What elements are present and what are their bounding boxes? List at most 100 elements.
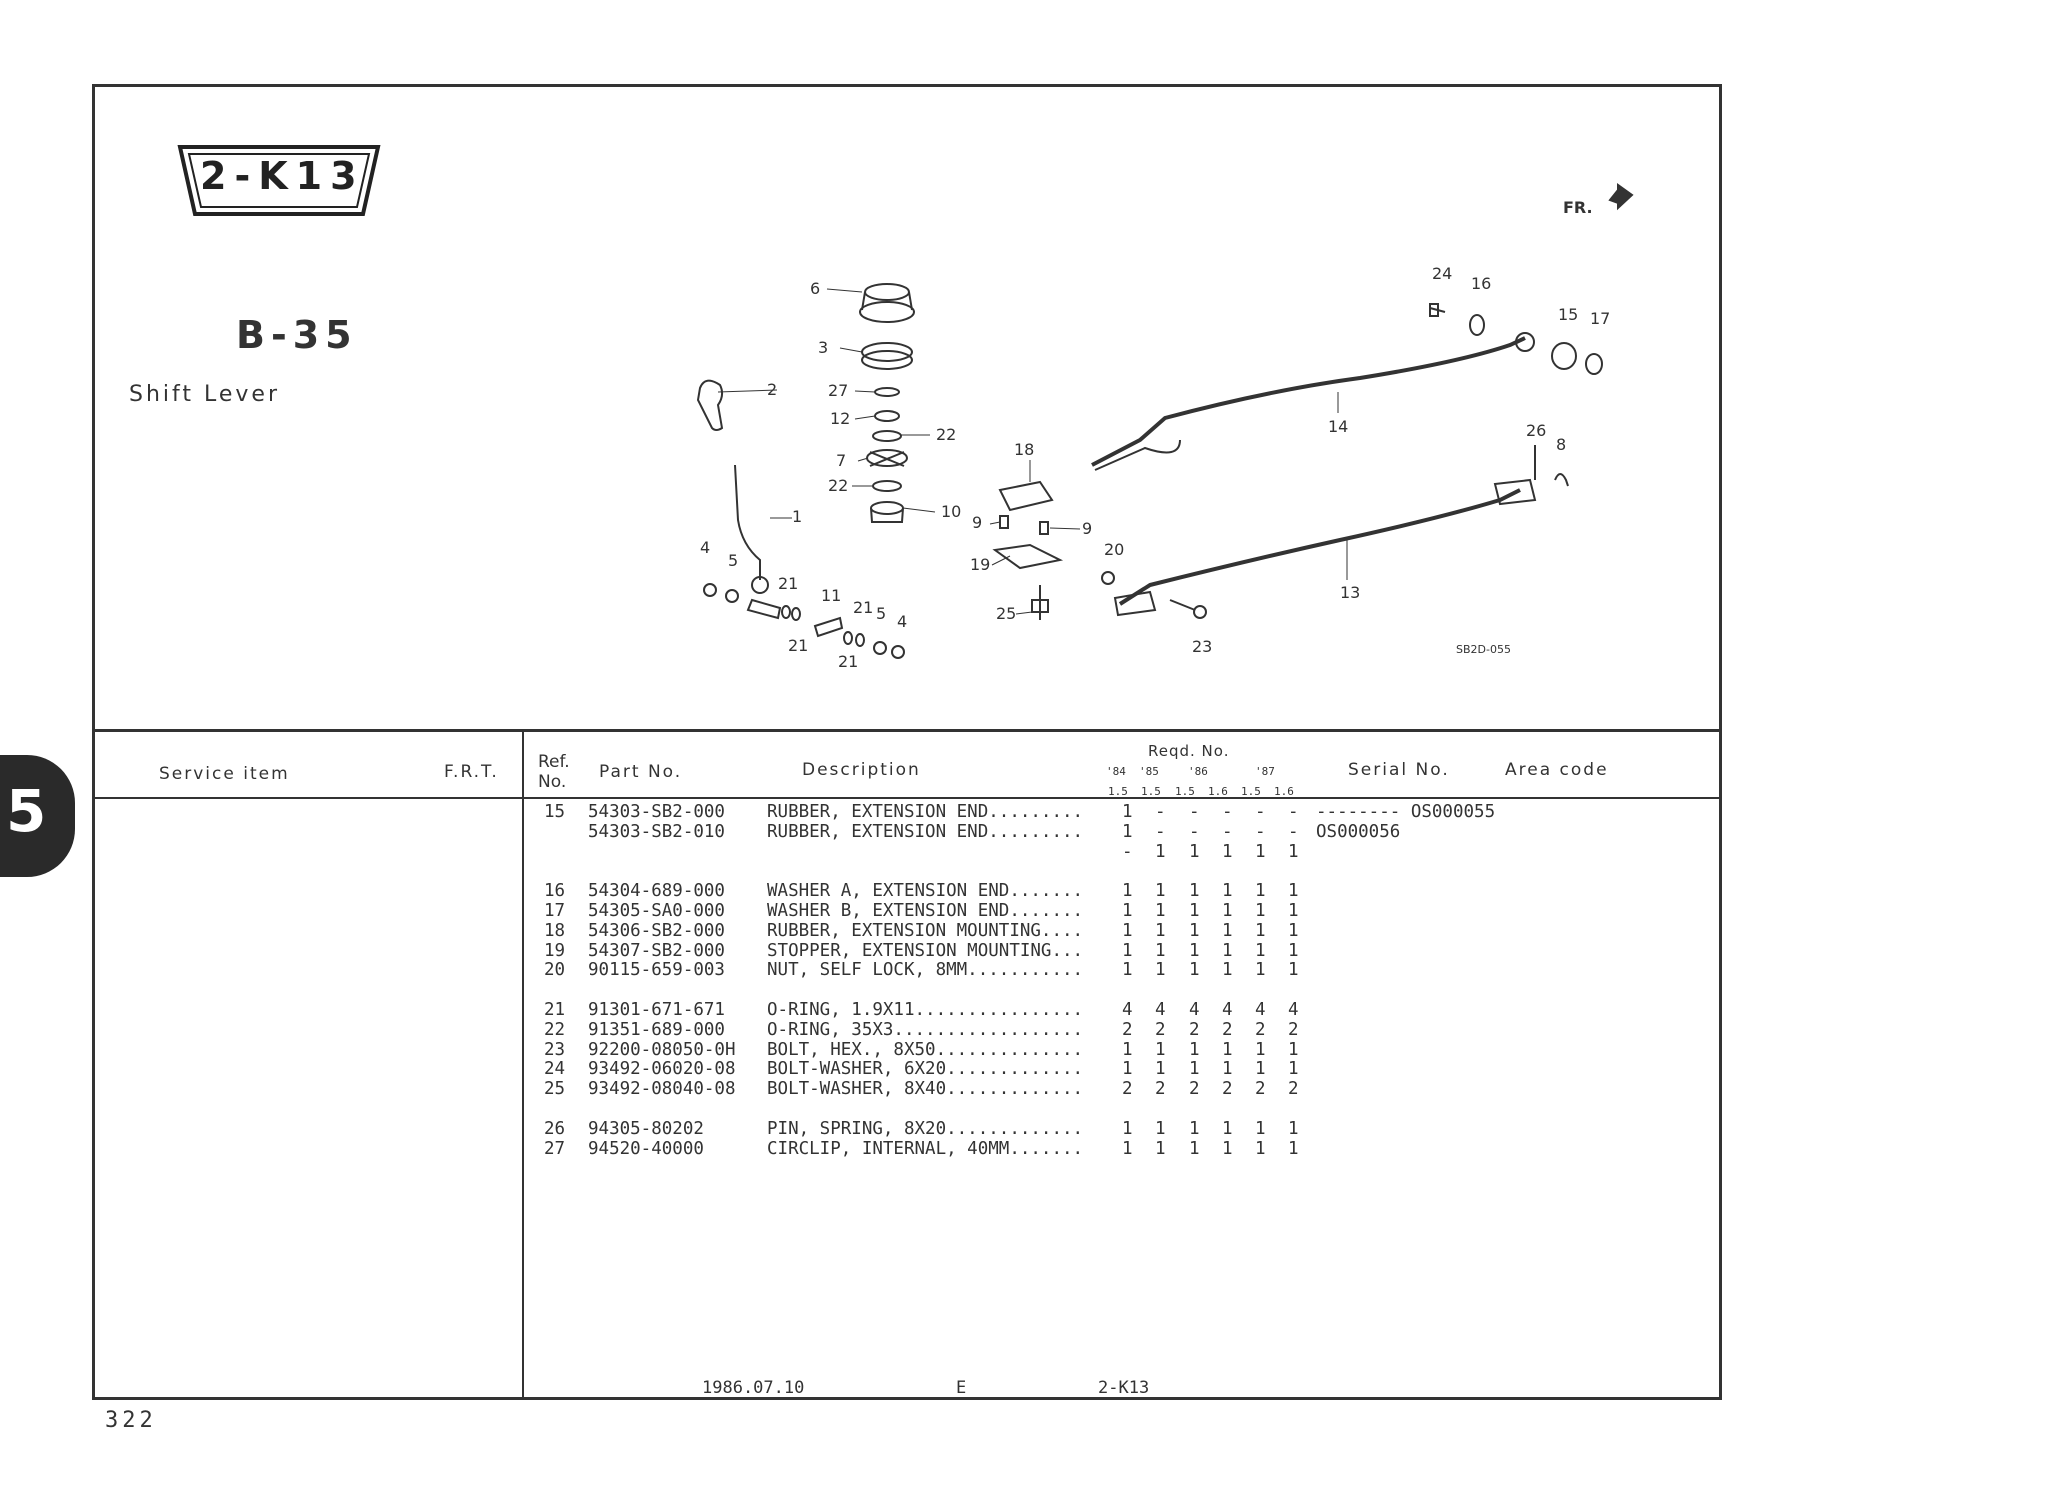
header-description: Description (802, 760, 921, 780)
required-qty: 4 (1189, 999, 1200, 1020)
description: RUBBER, EXTENSION END......... (767, 821, 1084, 842)
required-qty: 1 (1189, 1039, 1200, 1060)
front-arrow-icon (1608, 183, 1634, 211)
callout-number: 6 (810, 279, 821, 298)
exploded-parts-diagram (696, 183, 1634, 659)
required-qty: - (1155, 821, 1166, 842)
header-part-no: Part No. (599, 762, 683, 782)
required-qty: 1 (1122, 1138, 1133, 1159)
required-qty: 2 (1288, 1079, 1299, 1100)
required-qty: 1 (1288, 1059, 1299, 1080)
required-qty: 1 (1255, 1059, 1266, 1080)
part-number: 54303-SB2-000 (588, 802, 725, 822)
callout-number: 4 (897, 612, 908, 631)
header-year: '87 (1255, 765, 1275, 778)
header-ref-no: No. (538, 772, 567, 792)
required-qty: - (1288, 821, 1299, 842)
required-qty: 1 (1122, 920, 1133, 941)
required-qty: 1 (1189, 841, 1200, 862)
required-qty: 1 (1222, 1138, 1233, 1159)
required-qty: - (1222, 821, 1233, 842)
required-qty: 1 (1255, 920, 1266, 941)
callout-number: 3 (818, 338, 829, 357)
callout-number: 8 (1556, 435, 1567, 454)
part-number: 94520-40000 (588, 1138, 704, 1159)
required-qty: - (1222, 802, 1233, 822)
required-qty: 1 (1288, 1039, 1299, 1060)
required-qty: 1 (1222, 1118, 1233, 1139)
required-qty: 1 (1155, 920, 1166, 941)
required-qty: 1 (1288, 940, 1299, 961)
description: CIRCLIP, INTERNAL, 40MM....... (767, 1138, 1084, 1159)
required-qty: 2 (1255, 1019, 1266, 1040)
ref-no: 21 (544, 999, 566, 1020)
description: RUBBER, EXTENSION MOUNTING.... (767, 920, 1084, 941)
ref-no: 15 (544, 802, 566, 822)
page-frame (92, 84, 1722, 1400)
required-qty: 1 (1189, 1118, 1200, 1139)
required-qty: 2 (1189, 1079, 1200, 1100)
required-qty: 1 (1155, 1118, 1166, 1139)
required-qty: 2 (1155, 1019, 1166, 1040)
callout-number: 16 (1471, 274, 1492, 293)
part-number: 54303-SB2-010 (588, 821, 725, 842)
footer-edition: E (956, 1378, 967, 1398)
callout-number: 4 (700, 538, 711, 557)
serial-number: OS000056 (1316, 821, 1401, 842)
required-qty: 1 (1222, 940, 1233, 961)
required-qty: 1 (1122, 940, 1133, 961)
required-qty: 1 (1155, 881, 1166, 902)
required-qty: 2 (1122, 1019, 1133, 1040)
required-qty: - (1189, 802, 1200, 822)
required-qty: 1 (1189, 920, 1200, 941)
ref-no: 25 (544, 1079, 566, 1100)
callout-number: 5 (876, 604, 887, 623)
description: O-RING, 1.9X11................ (767, 999, 1084, 1020)
drawing-code: SB2D-055 (1456, 643, 1511, 656)
required-qty: 1 (1255, 881, 1266, 902)
callout-number: 2 (767, 380, 778, 399)
part-number: 93492-06020-08 (588, 1059, 736, 1080)
ref-no: 23 (544, 1039, 566, 1060)
ref-no: 26 (544, 1118, 566, 1139)
required-qty: 1 (1189, 960, 1200, 981)
callout-number: 9 (972, 513, 983, 532)
required-qty: 1 (1155, 1039, 1166, 1060)
ref-no: 16 (544, 881, 566, 902)
description: PIN, SPRING, 8X20............. (767, 1118, 1084, 1139)
header-serial-no: Serial No. (1348, 760, 1450, 780)
required-qty: 2 (1222, 1079, 1233, 1100)
callout-number: 21 (838, 652, 859, 671)
part-number: 91351-689-000 (588, 1019, 725, 1040)
callout-number: 21 (853, 598, 874, 617)
required-qty: 1 (1155, 1138, 1166, 1159)
required-qty: 1 (1222, 1059, 1233, 1080)
required-qty: 1 (1189, 1059, 1200, 1080)
callout-number: 1 (792, 507, 803, 526)
direction-label: FR. (1563, 198, 1593, 217)
callout-number: 19 (970, 555, 991, 574)
divider (522, 731, 524, 1400)
required-qty: 1 (1288, 881, 1299, 902)
required-qty: 1 (1222, 920, 1233, 941)
description: STOPPER, EXTENSION MOUNTING... (767, 940, 1084, 961)
header-engine: 1.6 (1274, 785, 1294, 798)
header-reqd-no: Reqd. No. (1148, 742, 1230, 760)
description: NUT, SELF LOCK, 8MM........... (767, 960, 1084, 981)
description: RUBBER, EXTENSION END......... (767, 802, 1084, 822)
ref-no: 24 (544, 1059, 566, 1080)
part-number: 91301-671-671 (588, 999, 725, 1020)
required-qty: 1 (1155, 1059, 1166, 1080)
footer-group-code: 2-K13 (1098, 1378, 1150, 1398)
callout-number: 21 (788, 636, 809, 655)
serial-number: -------- OS000055 (1316, 802, 1496, 822)
required-qty: 1 (1222, 841, 1233, 862)
required-qty: 1 (1255, 960, 1266, 981)
group-number: B-35 (236, 313, 358, 357)
chapter-tab: 5 (0, 755, 75, 877)
required-qty: 2 (1189, 1019, 1200, 1040)
callout-number: 22 (828, 476, 849, 495)
callout-number: 13 (1340, 583, 1361, 602)
callout-number: 22 (936, 425, 957, 444)
required-qty: 1 (1122, 960, 1133, 981)
